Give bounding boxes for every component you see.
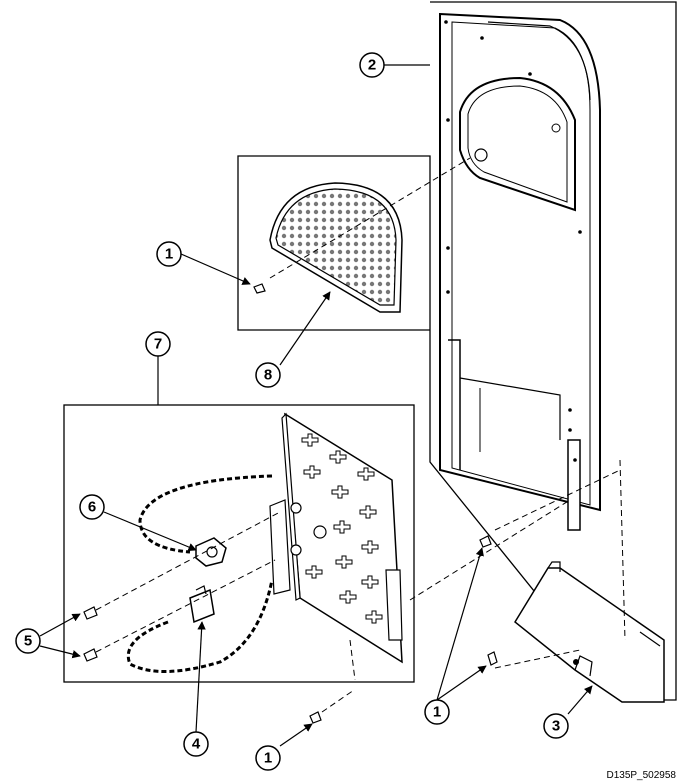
callout-1-right-label: 1 [433, 704, 441, 721]
panel-group-outline [237, 1, 677, 701]
screw-upper [253, 283, 266, 294]
screw-bracket-lower [487, 651, 498, 666]
callout-2-circle [359, 52, 385, 78]
callout-3-circle [543, 713, 569, 739]
callout-2-label: 2 [368, 57, 376, 74]
callout-1-upper-circle [156, 241, 182, 267]
callout-4-label: 4 [192, 736, 201, 753]
back-panel [439, 12, 601, 531]
wire-lower [126, 579, 274, 673]
lint-filter [269, 182, 403, 313]
screw-heater-upper [83, 606, 98, 620]
callout-7-circle [145, 331, 171, 357]
callout-8-label: 8 [264, 367, 272, 384]
callout-6-circle [79, 494, 105, 520]
callout-4-circle [183, 731, 209, 757]
drawing-code: D135P_502958 [606, 770, 676, 781]
callout-6-label: 6 [88, 499, 96, 516]
wire-upper [138, 474, 273, 554]
screw-bottom [309, 711, 322, 724]
screw-bracket-upper [479, 535, 492, 548]
heater-assembly-box [63, 404, 415, 683]
callout-5-label: 5 [24, 633, 32, 650]
heater-plate [269, 412, 403, 664]
bracket [514, 561, 665, 703]
callout-8-circle [255, 362, 281, 388]
callout-1-bottom-circle [255, 745, 281, 771]
thermostat [195, 537, 227, 567]
callout-3-label: 3 [552, 718, 560, 735]
callout-1-upper-label: 1 [165, 246, 173, 263]
callout-1-right-circle [424, 699, 450, 725]
thermal-fuse [189, 585, 215, 624]
screw-heater-lower [83, 648, 98, 662]
callout-7-label: 7 [154, 336, 162, 353]
callout-5-circle [15, 628, 41, 654]
callout-1-bottom-label: 1 [264, 750, 272, 767]
